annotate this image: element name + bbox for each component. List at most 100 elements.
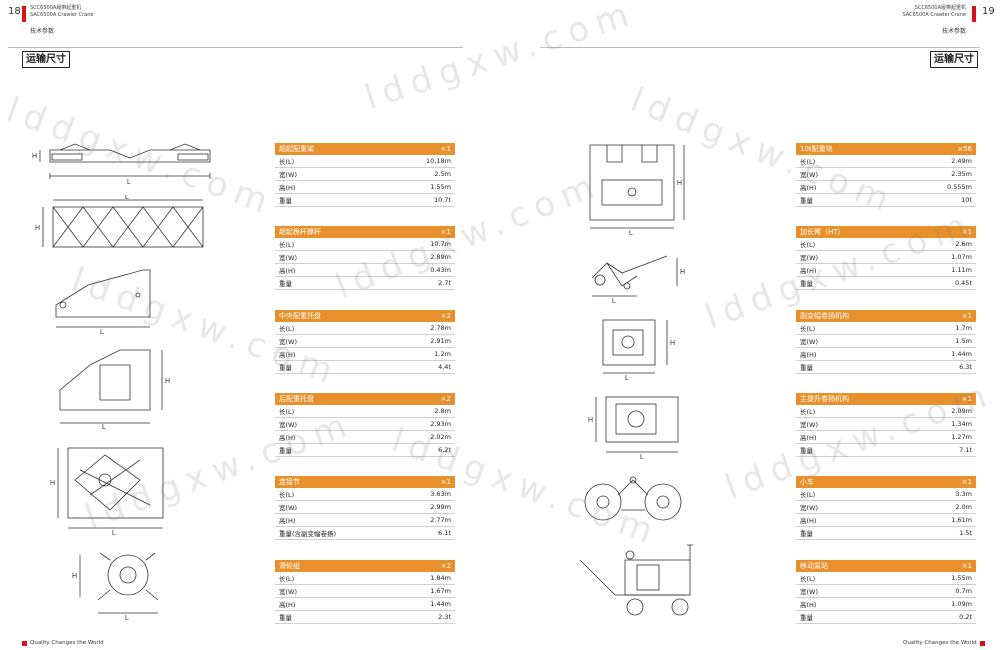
spec-qty: ×1 [440, 228, 451, 236]
spec-name: 中央配重托盘 [279, 312, 321, 320]
dim-label-l: L [125, 615, 129, 620]
spec-value: 1.34m [951, 420, 972, 428]
spec-value: 2.0m [955, 503, 972, 511]
spec-name: 超起配重架 [279, 145, 314, 153]
spec-name: 加长臂（HT） [800, 228, 845, 236]
spec-label: 重量 [800, 197, 813, 205]
dim-label-l: L [625, 375, 629, 380]
spec-name: 滑轮组 [279, 562, 300, 570]
right-section-sub: 技术参数 [941, 28, 966, 35]
spec-label: 重量 [279, 280, 292, 288]
spec-label: 重量 [800, 614, 813, 622]
spec-label: 高(H) [279, 517, 296, 525]
spec-value: 3.63m [430, 490, 451, 498]
spec-label: 高(H) [279, 267, 296, 275]
spec-value: 2.5m [434, 170, 451, 178]
spec-label: 重量 [279, 614, 292, 622]
dim-label-l: L [112, 530, 116, 535]
spec-label: 宽(W) [279, 254, 297, 262]
drawing-superlift-counterweight-frame: L H [30, 140, 230, 185]
spec-value: 7.1t [959, 446, 972, 454]
spec-label: 高(H) [279, 434, 296, 442]
spec-row: 宽(W) 2.89m [275, 251, 455, 264]
spec-row: 宽(W)2.5m [275, 168, 455, 181]
spec-header: 超起配重架×1 [275, 143, 455, 155]
dim-label-h: H [35, 225, 40, 232]
spec-label: 宽(W) [279, 504, 297, 512]
spec-row: 长(L)1.84m [275, 572, 455, 585]
spec-value: 1.07m [951, 253, 972, 261]
spec-name: 副变幅卷扬机构 [800, 312, 849, 320]
spec-value: 2.09m [951, 407, 972, 415]
spec-value: 1.61m [951, 516, 972, 524]
right-page-number: 19 [982, 6, 995, 17]
spec-label: 宽(W) [279, 421, 297, 429]
spec-value: 10.7m [430, 240, 451, 248]
left-section-title: 运输尺寸 [22, 51, 70, 68]
footer-square [979, 640, 985, 646]
spec-label: 宽(W) [800, 588, 818, 596]
dim-label-h: H [677, 180, 682, 187]
left-spec-4: 连接节×1 长(L)3.63m 宽(W)2.99m 高(H)2.77m 重量(含… [275, 476, 455, 540]
dim-label-l: L [640, 454, 644, 460]
spec-value: 2.89m [430, 253, 451, 261]
spec-row: 高(H)0.555m [796, 181, 976, 194]
spec-value: 2.49m [951, 157, 972, 165]
spec-value: 6.1t [438, 529, 451, 537]
left-page-number: 18 [8, 6, 21, 17]
drawing-trolley [578, 470, 688, 530]
spec-header: 后配重托盘×2 [275, 393, 455, 405]
spec-value: 10t [961, 196, 972, 204]
spec-row: 宽(W)2.91m [275, 335, 455, 348]
spec-row: 高(H)1.44m [796, 348, 976, 361]
spec-row: 高(H) 2.77m [275, 514, 455, 527]
left-spec-2: 中央配重托盘×2 长(L)2.78m 宽(W)2.91m 高(H)1.2m 重量… [275, 310, 455, 374]
drawing-counterweight-block: L H [582, 140, 692, 235]
spec-qty: ×1 [961, 478, 972, 486]
spec-label: 重量 [800, 280, 813, 288]
spec-row: 长(L)2.09m [796, 405, 976, 418]
spec-label: 长(L) [800, 325, 816, 333]
spec-label: 宽(W) [800, 254, 818, 262]
spec-header: 中央配重托盘×2 [275, 310, 455, 322]
spec-qty: ×1 [440, 478, 451, 486]
spec-header: 超起桅杆撑杆×1 [275, 226, 455, 238]
spec-row: 宽(W) 2.93m [275, 418, 455, 431]
left-footer: Quality Changes the World [22, 640, 104, 646]
spec-label: 高(H) [800, 517, 817, 525]
spec-row: 高(H)1.09m [796, 598, 976, 611]
spec-header: 主提升卷扬机构×1 [796, 393, 976, 405]
drawing-auxiliary-luffing-winch: L H [595, 315, 680, 380]
spec-value: 6.3t [959, 363, 972, 371]
right-spec-1: 加长臂（HT）×1 长(L)2.6m 宽(W)1.07m 高(H)1.11m 重… [796, 226, 976, 290]
dim-label-h: H [680, 269, 685, 276]
drawing-pulley-block: L H [70, 545, 170, 620]
spec-label: 长(L) [800, 575, 816, 583]
spec-name: 小车 [800, 478, 814, 486]
left-model-en: SAC6500A Crawler Crane [30, 12, 94, 18]
spec-value: 1.09m [951, 600, 972, 608]
spec-value: 10.18m [426, 157, 451, 165]
spec-value: 2.7t [438, 279, 451, 287]
spec-value: 0.43m [430, 266, 451, 274]
right-spec-3: 主提升卷扬机构×1 长(L)2.09m 宽(W)1.34m 高(H)1.27m … [796, 393, 976, 457]
spec-label: 高(H) [800, 184, 817, 192]
left-model-cn: SCC6500A履带起重机 [30, 5, 82, 11]
spec-value: 1.44m [430, 600, 451, 608]
dim-label-l: L [612, 298, 616, 303]
spec-value: 2.93m [430, 420, 451, 428]
spec-label: 重量 [279, 197, 292, 205]
spec-label: 宽(W) [800, 338, 818, 346]
spec-row: 宽(W)1.67m [275, 585, 455, 598]
spec-row: 长(L)2.8m [275, 405, 455, 418]
spec-value: 6.2t [438, 446, 451, 454]
spec-value: 1.84m [430, 574, 451, 582]
spec-value: 2.77m [430, 516, 451, 524]
spec-label: 宽(W) [279, 588, 297, 596]
